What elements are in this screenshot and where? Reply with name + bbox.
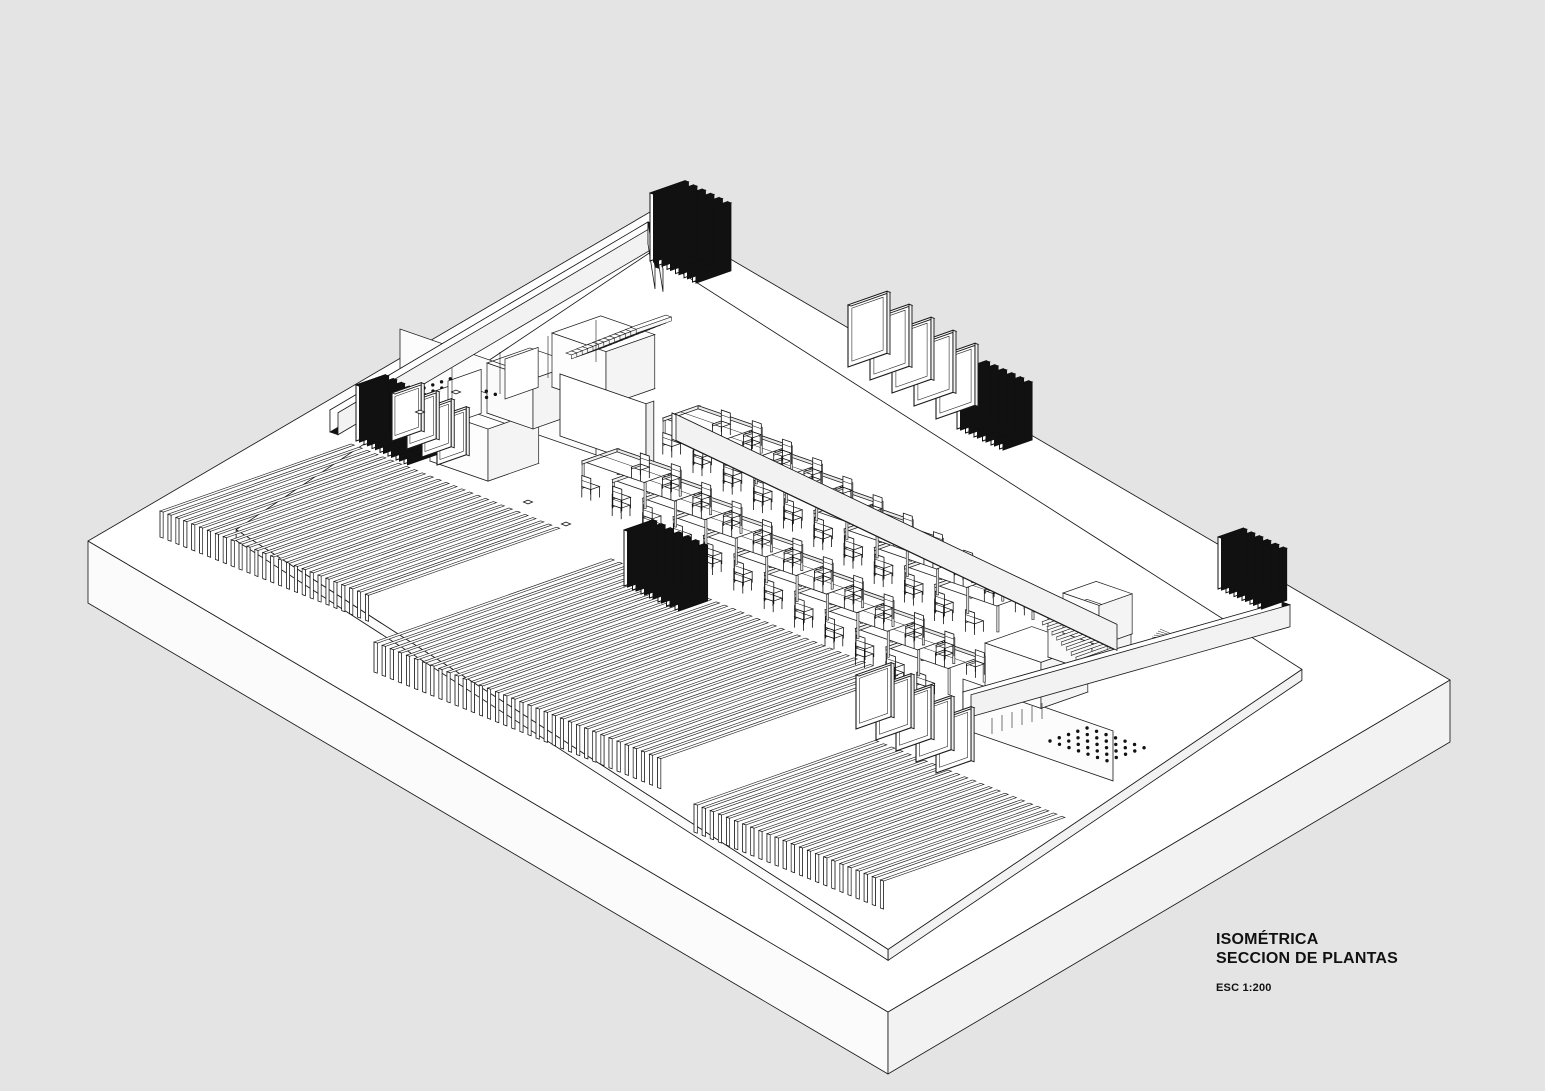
chair xyxy=(813,556,834,585)
title-block: ISOMÉTRICA SECCION DE PLANTAS ESC 1:200 xyxy=(1216,930,1516,994)
chair xyxy=(874,593,895,623)
chair xyxy=(782,505,803,532)
chair xyxy=(935,630,955,660)
chair xyxy=(843,574,864,604)
screen-row-west-upper xyxy=(390,381,471,466)
shelf-cluster-center xyxy=(622,519,709,612)
fin-array-south xyxy=(693,740,1066,910)
chair xyxy=(752,518,773,548)
layer-fin-arrays xyxy=(159,443,1066,910)
chair xyxy=(661,463,682,492)
shelf-cluster-south-east xyxy=(1216,527,1288,610)
column-marker-1 xyxy=(522,499,534,505)
chair xyxy=(843,535,864,561)
fin-array-north-west xyxy=(159,443,561,622)
layer-perimeter-walls xyxy=(329,221,1292,718)
chair xyxy=(964,609,985,635)
central-spine-wall xyxy=(671,412,1118,652)
chair xyxy=(742,420,763,449)
stair-flight xyxy=(565,314,673,360)
scale-label: ESC 1:200 xyxy=(1216,982,1272,994)
chair xyxy=(813,516,834,543)
chair xyxy=(611,485,632,512)
layer-column-markers xyxy=(414,389,572,527)
chair xyxy=(630,452,651,482)
chair xyxy=(802,457,823,486)
south-east-wall xyxy=(961,601,1292,718)
chair xyxy=(711,409,732,439)
chair xyxy=(691,481,712,511)
table-row-lower xyxy=(580,448,986,698)
chair xyxy=(873,553,894,580)
chair xyxy=(812,524,833,551)
column-marker-4 xyxy=(450,389,462,395)
layer-screen-panels xyxy=(390,290,980,774)
screen-row-south xyxy=(854,661,976,774)
north-west-wall xyxy=(329,221,657,436)
chair xyxy=(904,611,925,641)
chair xyxy=(783,537,803,567)
title-line-2: SECCION DE PLANTAS xyxy=(1216,950,1398,967)
screen-row-east xyxy=(846,290,980,420)
perforated-floor-pattern xyxy=(1048,726,1146,763)
column-marker-2 xyxy=(560,521,572,527)
shelf-cluster-north-corner xyxy=(648,179,733,284)
title-line-1: ISOMÉTRICA xyxy=(1216,931,1319,948)
chair xyxy=(965,649,986,678)
chair xyxy=(722,500,743,530)
chair xyxy=(934,590,955,617)
chair xyxy=(580,474,601,501)
chair xyxy=(772,438,793,468)
chair xyxy=(661,431,682,458)
column-marker-3 xyxy=(414,409,426,415)
